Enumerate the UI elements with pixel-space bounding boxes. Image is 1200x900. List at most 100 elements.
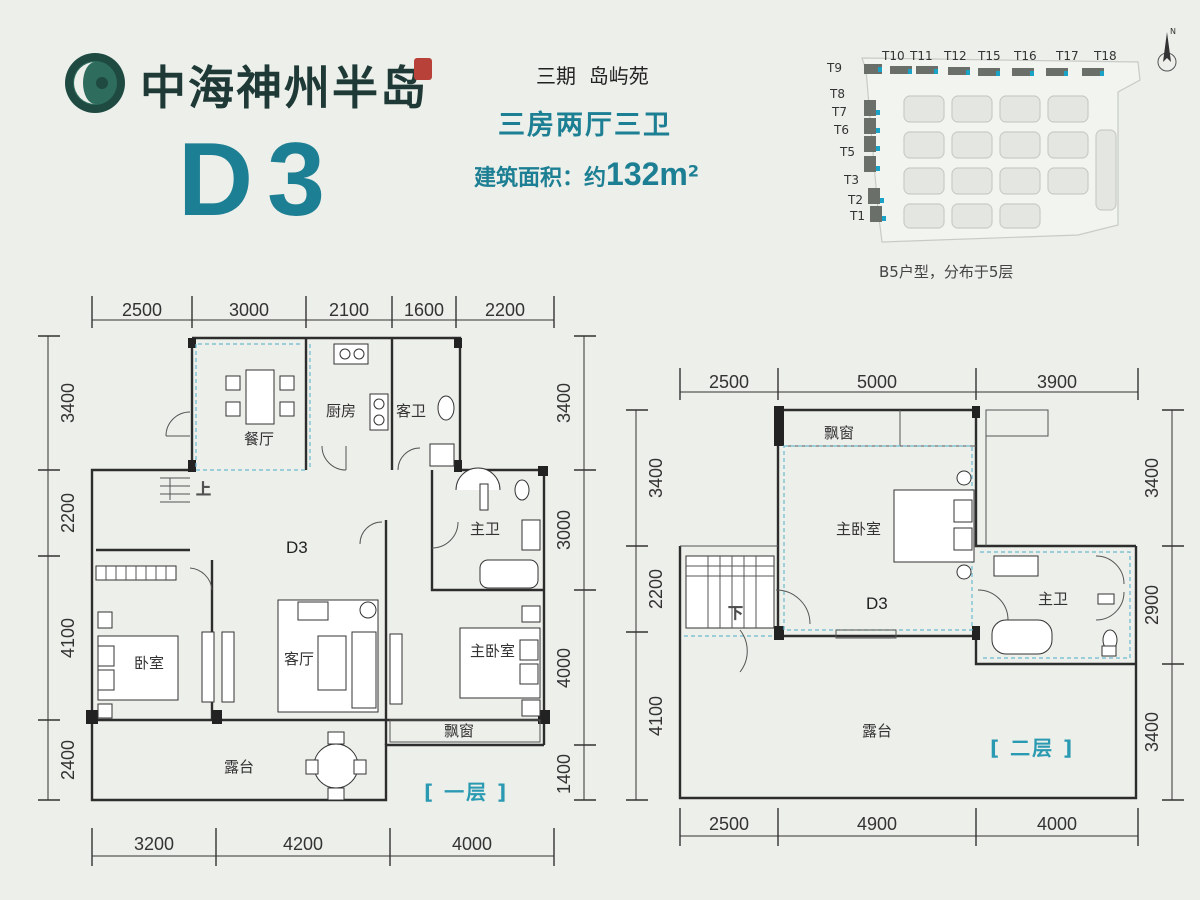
dim-f2-bottom-1: 2500 (709, 814, 749, 834)
f2-room-master-bath: 主卫 (1038, 590, 1068, 608)
floor2-dims-left: 3400 2200 4100 (626, 409, 666, 801)
phase-label: 三期 岛屿苑 (536, 64, 649, 88)
dim-f1-top-4: 1600 (404, 300, 444, 320)
dim-f1-top-1: 2500 (122, 300, 162, 320)
floor1-bay-window (389, 719, 541, 743)
dim-f2-top-3: 3900 (1037, 372, 1077, 392)
dim-f2-right-1: 3400 (1142, 458, 1162, 498)
area-value: 132m (606, 156, 688, 192)
north-label: N (1170, 27, 1176, 36)
floor1-dashed-boundaries (195, 343, 311, 471)
floor1-plan: 2500 3000 2100 1600 2200 3200 4200 4000 … (38, 296, 596, 866)
floor1-doors (165, 411, 459, 591)
floor2-master-bedroom-furniture-icon (893, 470, 975, 580)
dim-f1-top-3: 2100 (329, 300, 369, 320)
dim-f1-bottom-2: 4200 (283, 834, 323, 854)
floor2-unit: D3 (866, 594, 888, 613)
dim-f1-right-3: 4000 (554, 648, 574, 688)
floor2-walls (678, 406, 1138, 800)
brand-logo-icon (65, 53, 125, 113)
floor2-dims-right: 3400 2900 3400 (1142, 409, 1184, 801)
site-map: T9 T10 T11 T12 T15 T16 T17 T18 T8 T7 T6 … (826, 27, 1177, 243)
dim-f1-right-2: 3000 (554, 510, 574, 550)
bldg-T1: T1 (849, 209, 865, 223)
bldg-T2: T2 (847, 193, 863, 207)
kitchen-fixtures-icon (333, 343, 389, 431)
bldg-T16: T16 (1013, 49, 1037, 63)
dining-table-icon (225, 369, 295, 425)
dim-f2-left-3: 4100 (646, 696, 666, 736)
room-master-bath: 主卫 (470, 520, 500, 538)
floor-area: 建筑面积：约132m2 (474, 156, 699, 193)
site-map-outline (861, 57, 1141, 243)
dim-f1-left-4: 2400 (58, 740, 78, 780)
dim-f2-right-2: 2900 (1142, 585, 1162, 625)
area-label: 建筑面积：约 (474, 166, 607, 191)
floor1-dims-top: 2500 3000 2100 1600 2200 (91, 296, 555, 328)
bldg-T6: T6 (833, 123, 849, 137)
floor1-dims-left: 3400 2200 4100 2400 (38, 335, 78, 801)
seal-icon (414, 58, 432, 80)
dim-f1-top-2: 3000 (229, 300, 269, 320)
room-dining: 餐厅 (244, 430, 274, 448)
site-map-highlights (876, 67, 1104, 221)
floor2-stair: 下 (685, 555, 775, 629)
dim-f1-right-1: 3400 (554, 383, 574, 423)
bldg-T5: T5 (839, 145, 855, 159)
bldg-T15: T15 (977, 49, 1001, 63)
floor2-dims-top: 2500 5000 3900 (679, 368, 1139, 400)
terrace-table-icon (305, 731, 367, 801)
dim-f1-top-5: 2200 (485, 300, 525, 320)
floor1-unit: D3 (286, 538, 308, 557)
bldg-T18: T18 (1093, 49, 1117, 63)
north-arrow-icon: N (1157, 27, 1177, 72)
bldg-T11: T11 (909, 49, 933, 63)
bldg-T17: T17 (1055, 49, 1079, 63)
dim-f2-right-3: 3400 (1142, 712, 1162, 752)
stair-down-label: 下 (728, 604, 743, 622)
bldg-T10: T10 (881, 49, 905, 63)
master-bath-fixtures-icon (455, 467, 541, 589)
closet-icon (95, 565, 177, 581)
floor2-doors (739, 555, 1125, 673)
dim-f1-right-4: 1400 (554, 754, 574, 794)
floor1-dims-right: 3400 3000 4000 1400 (554, 335, 596, 801)
plan-code: D3 (178, 122, 339, 238)
site-note: B5户型，分布于5层 (879, 263, 1014, 281)
living-furniture-icon (277, 599, 403, 713)
layout-type: 三房两厅三卫 (498, 110, 672, 141)
dim-f1-left-2: 2200 (58, 493, 78, 533)
room-master-bedroom: 主卧室 (470, 642, 515, 660)
bldg-T7: T7 (831, 105, 847, 119)
floor2-dims-bottom: 2500 4900 4000 (679, 808, 1139, 846)
room-bedroom: 卧室 (134, 654, 164, 672)
stair-up-label: 上 (196, 480, 211, 498)
dim-f1-left-1: 3400 (58, 383, 78, 423)
dim-f2-top-2: 5000 (857, 372, 897, 392)
room-bay-window: 飘窗 (444, 722, 474, 740)
floor1-walls (86, 336, 550, 802)
room-terrace: 露台 (224, 758, 254, 776)
dim-f1-bottom-1: 3200 (134, 834, 174, 854)
bldg-T9: T9 (826, 61, 842, 75)
bldg-T12: T12 (943, 49, 967, 63)
room-living: 客厅 (284, 650, 314, 668)
floor2-bath-fixtures-icon (991, 555, 1118, 657)
floor2-plan: 2500 5000 3900 2500 4900 4000 3400 2200 … (626, 368, 1184, 846)
f2-room-master-bedroom: 主卧室 (836, 520, 881, 538)
dim-f2-left-2: 2200 (646, 569, 666, 609)
site-map-buildings-top (864, 64, 1104, 222)
master-bedroom-furniture-icon (459, 605, 541, 717)
dim-f1-bottom-3: 4000 (452, 834, 492, 854)
site-map-labels: T9 T10 T11 T12 T15 T16 T17 T18 T8 T7 T6 … (826, 49, 1117, 223)
floor1-label: [ 一层 ] (424, 780, 509, 804)
dim-f1-left-3: 4100 (58, 618, 78, 658)
floor2-window (835, 629, 897, 639)
f2-room-bay-window: 飘窗 (824, 424, 854, 442)
dim-f2-bottom-3: 4000 (1037, 814, 1077, 834)
room-guest-bath: 客卫 (396, 402, 426, 420)
bedroom-furniture-icon (97, 611, 235, 719)
area-unit-sup: 2 (687, 161, 699, 181)
dim-f2-top-1: 2500 (709, 372, 749, 392)
